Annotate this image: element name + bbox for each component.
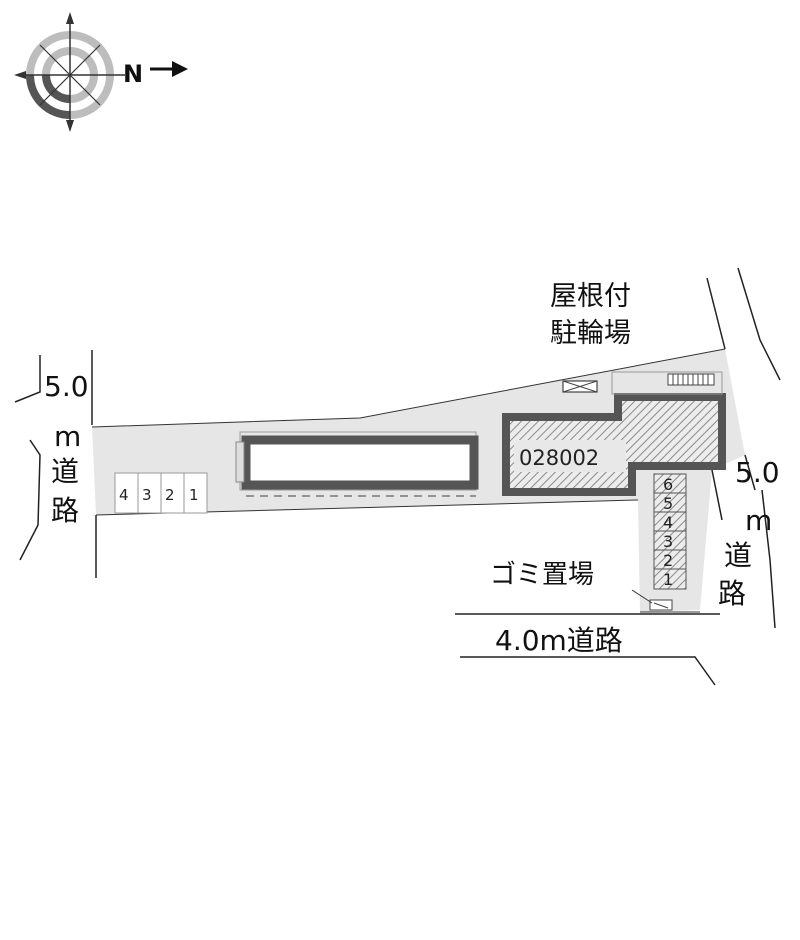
parking-left: [114, 472, 208, 514]
parking-right-spot: 3: [663, 532, 673, 551]
right-road-unit: m: [745, 504, 772, 537]
left-road-unit: m: [54, 420, 81, 453]
parking-right-spot: 2: [663, 551, 673, 570]
building-code: 028002: [519, 446, 599, 470]
left-road-width: 5.0: [44, 370, 89, 403]
bicycle-parking-label-1: 屋根付: [550, 281, 631, 312]
main-building: [502, 393, 726, 496]
compass-icon: [14, 12, 188, 132]
bicycle-parking: [562, 371, 723, 395]
right-road: [706, 267, 781, 629]
right-road-char1: 道: [724, 539, 752, 572]
right-road-char2: 路: [718, 577, 746, 610]
left-road: [14, 350, 97, 578]
compass-north-label: N: [123, 60, 143, 88]
parking-right-spot: 1: [663, 570, 673, 589]
left-building: [235, 431, 479, 497]
parking-right-spot: 6: [663, 475, 673, 494]
left-road-char1: 道: [51, 455, 79, 488]
left-road-char2: 路: [51, 494, 79, 527]
parking-right-spot: 5: [663, 494, 673, 513]
bottom-road-label: 4.0m道路: [495, 624, 623, 657]
bottom-road: [455, 613, 720, 686]
parking-left-spot: 4: [119, 486, 129, 504]
parking-left-spot: 3: [142, 486, 152, 504]
garbage-label: ゴミ置場: [490, 560, 594, 590]
parking-left-spot: 2: [165, 486, 175, 504]
parking-left-spot: 1: [189, 486, 199, 504]
right-road-width: 5.0: [735, 456, 780, 489]
parking-right: [653, 473, 687, 590]
bicycle-parking-label-2: 駐輪場: [550, 318, 631, 349]
garbage-area: [631, 589, 673, 611]
parking-right-spot: 4: [663, 513, 673, 532]
